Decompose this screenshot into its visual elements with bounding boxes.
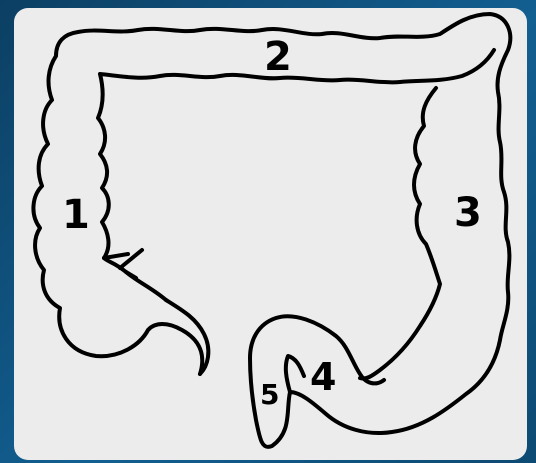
label-sigmoid-colon: 4: [310, 355, 336, 399]
colon-inner-outline: [98, 50, 494, 379]
ileocecal-ticks: [104, 250, 142, 278]
label-descending-colon: 3: [454, 190, 482, 236]
label-ascending-colon: 1: [62, 192, 90, 238]
label-rectum: 5: [260, 378, 279, 411]
rectum-inner-outline: [286, 356, 304, 392]
label-transverse-colon: 2: [264, 34, 292, 80]
